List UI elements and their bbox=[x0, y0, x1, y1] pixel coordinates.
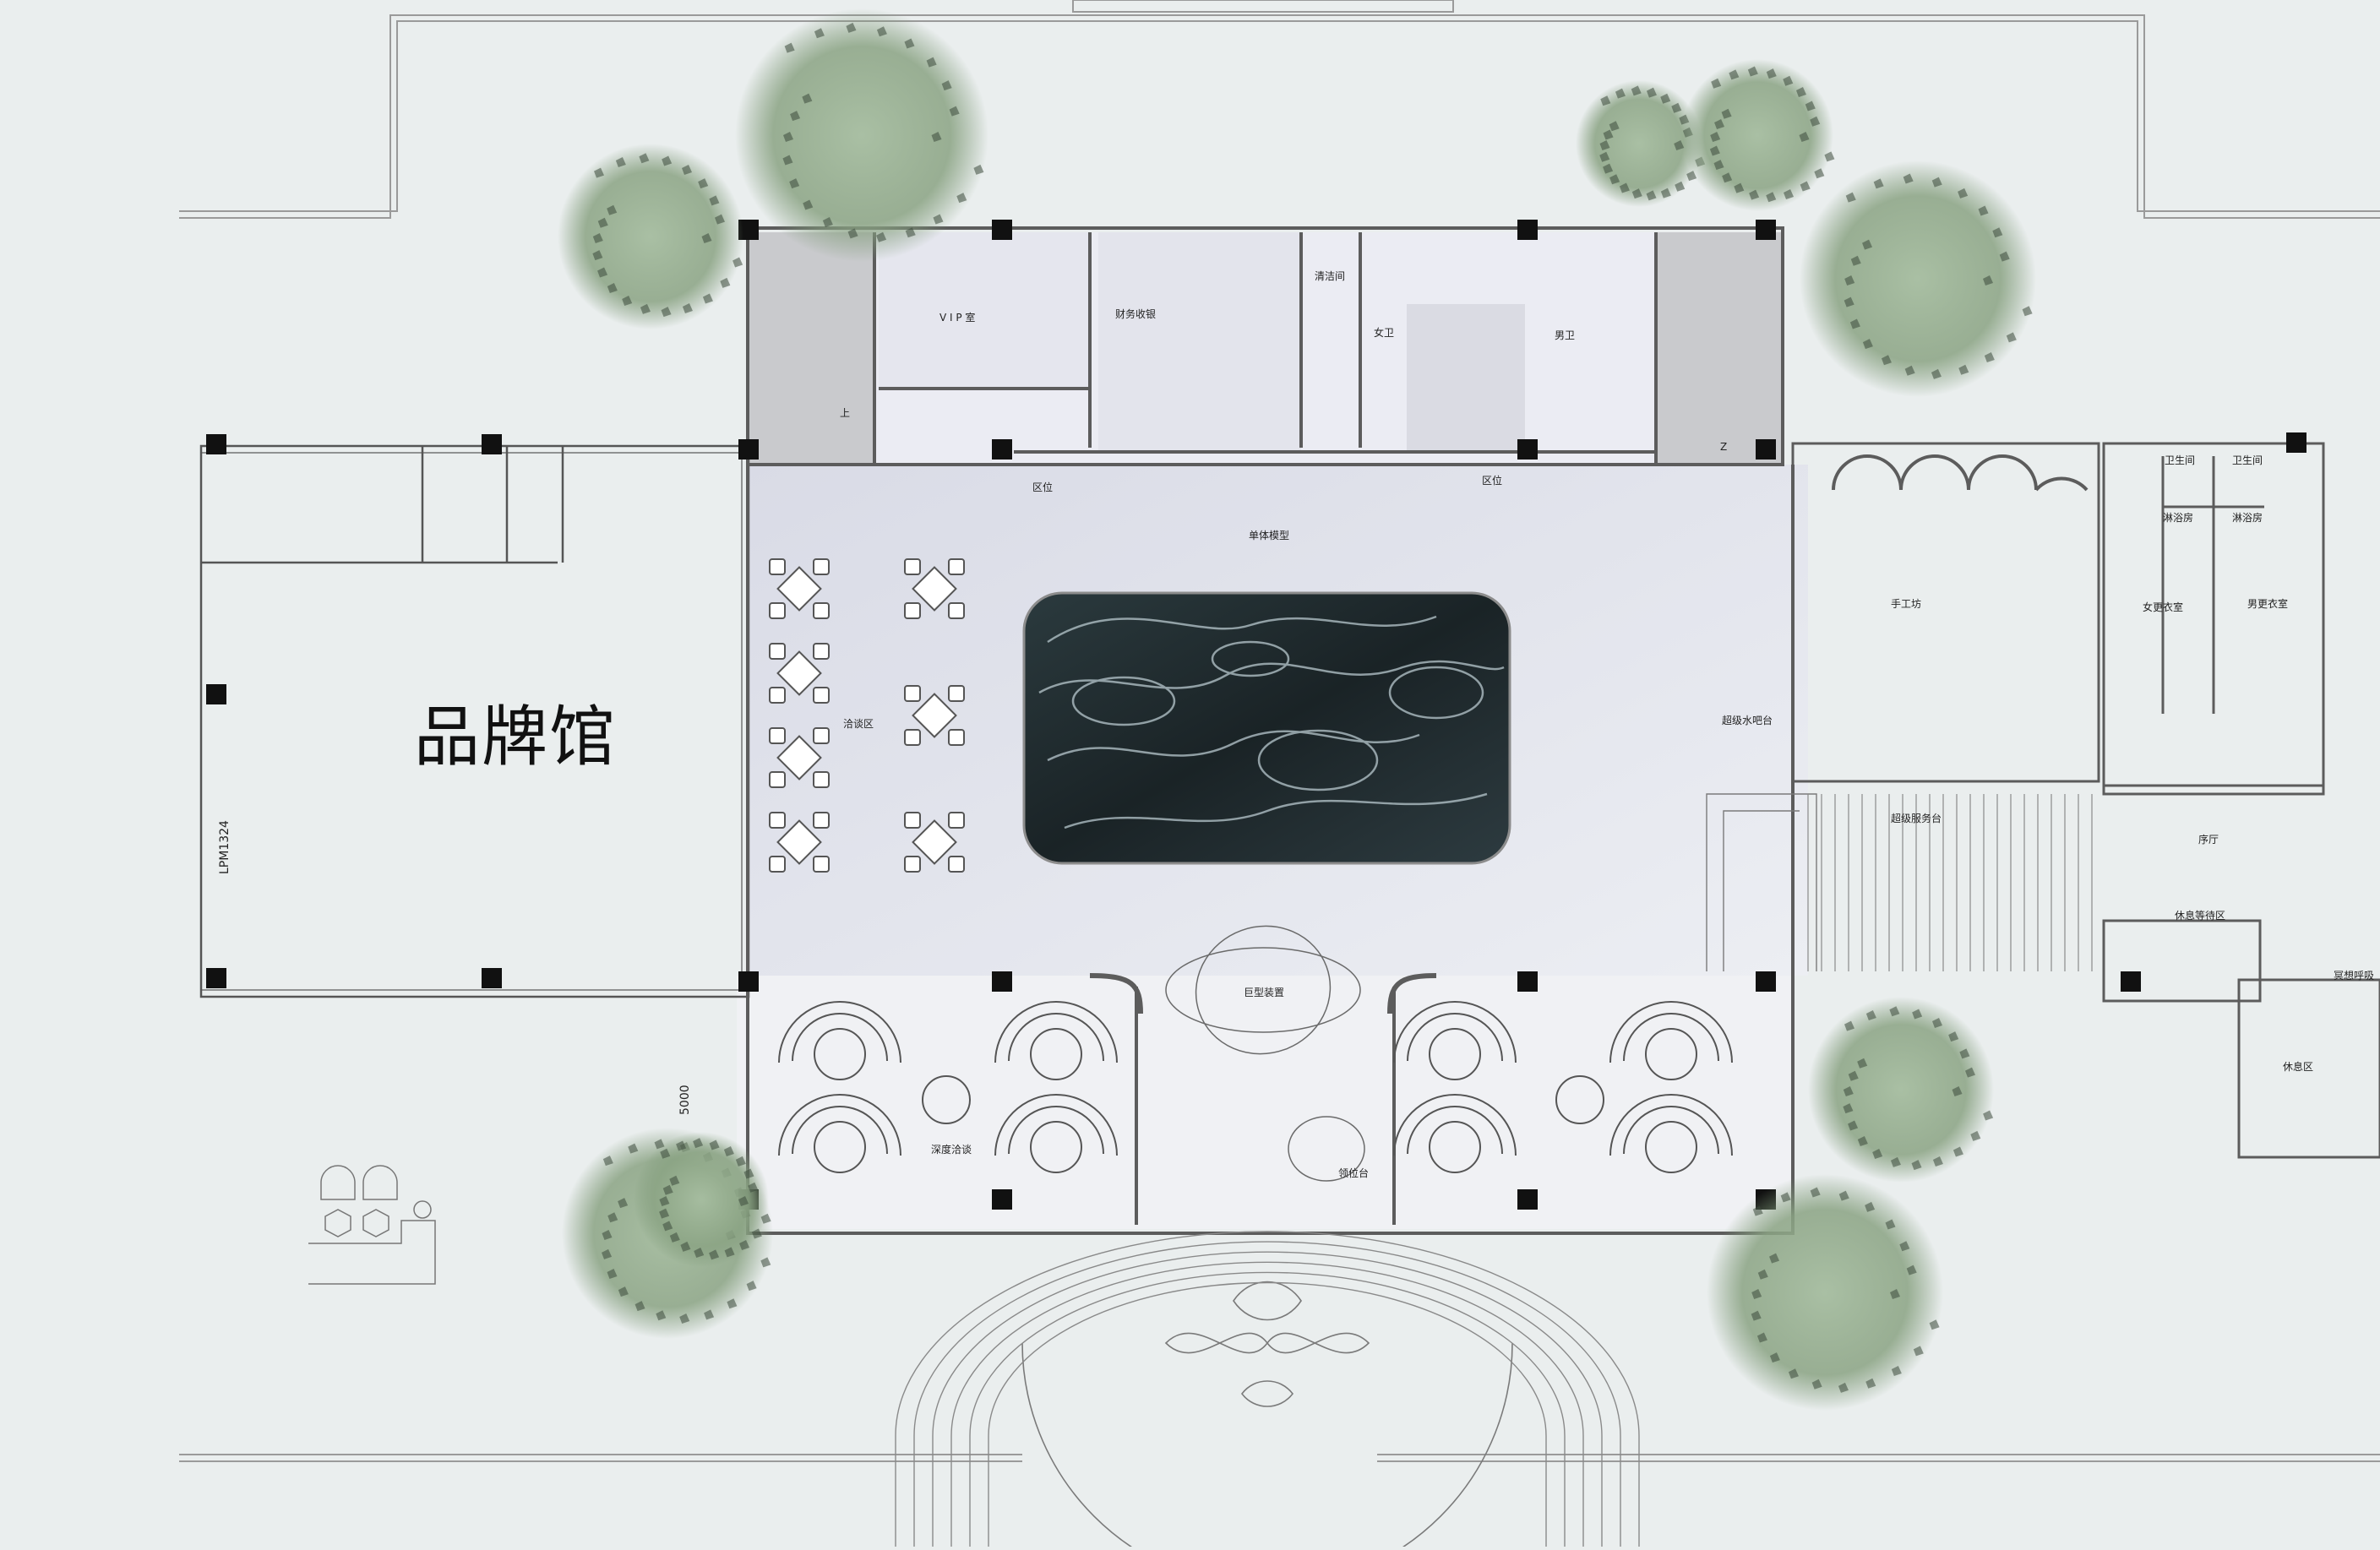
table-set bbox=[769, 558, 830, 619]
sofa-set bbox=[1609, 1001, 1733, 1080]
column bbox=[1756, 971, 1776, 992]
waiting-area-label: 休息等待区 bbox=[2175, 910, 2226, 922]
outdoor-furniture bbox=[308, 1165, 436, 1285]
handicraft-label: 手工坊 bbox=[1891, 598, 1922, 610]
column bbox=[206, 434, 226, 454]
foyer-label: 序厅 bbox=[2198, 834, 2219, 846]
dimension-label: 5000 bbox=[678, 1085, 692, 1115]
right-wing-walls bbox=[1791, 442, 2380, 1159]
site-boundary bbox=[179, 0, 2380, 1462]
finance-label: 财务收银 bbox=[1115, 308, 1157, 320]
rest-area-label: 休息区 bbox=[2283, 1061, 2314, 1073]
sofa-set bbox=[1609, 1094, 1733, 1173]
restroom-a-label: 卫生间 bbox=[2165, 454, 2196, 466]
female-locker-label: 女更衣室 bbox=[2143, 601, 2184, 613]
single-model-label: 单体模型 bbox=[1249, 530, 1290, 541]
column bbox=[1517, 439, 1538, 460]
column bbox=[1517, 220, 1538, 240]
deep-negotiation-seating bbox=[778, 1001, 1733, 1173]
cleaning-label: 清洁间 bbox=[1315, 270, 1346, 282]
column bbox=[482, 968, 502, 988]
column bbox=[738, 971, 759, 992]
river-installation bbox=[1022, 591, 1511, 865]
zone-left-label: 区位 bbox=[1032, 481, 1054, 493]
landscape-trees bbox=[558, 8, 2036, 1411]
meditation-label: 冥想呼吸 bbox=[2334, 970, 2375, 982]
service-desk-label: 超级服务台 bbox=[1891, 813, 1942, 824]
sofa-set bbox=[994, 1001, 1118, 1080]
giant-device bbox=[1165, 925, 1365, 1182]
service-stairs bbox=[1706, 793, 1817, 971]
entrance-step bbox=[988, 1281, 1547, 1547]
sofa-set bbox=[778, 1001, 901, 1080]
vip-room-label: V I P 室 bbox=[939, 312, 976, 324]
male-locker-label: 男更衣室 bbox=[2247, 598, 2289, 610]
table-set bbox=[904, 558, 965, 619]
tree bbox=[1576, 80, 1706, 207]
shower-a-label: 淋浴房 bbox=[2163, 512, 2194, 524]
column bbox=[992, 439, 1012, 460]
womens-wc-label: 女卫 bbox=[1374, 327, 1395, 339]
stair-up-left-label: 上 bbox=[840, 407, 851, 419]
column bbox=[206, 684, 226, 704]
sofa-set bbox=[1393, 1094, 1517, 1173]
entrance-ornament bbox=[1021, 1281, 1513, 1550]
sofa-set bbox=[994, 1094, 1118, 1173]
deep-negotiation-label: 深度洽谈 bbox=[931, 1144, 972, 1156]
water-bar-label: 超级水吧台 bbox=[1722, 715, 1773, 726]
entrance-step bbox=[932, 1251, 1603, 1547]
grand-stair-lines bbox=[1807, 794, 2093, 971]
table-set bbox=[769, 812, 830, 873]
mens-wc-label: 男卫 bbox=[1555, 329, 1576, 341]
column bbox=[1517, 1189, 1538, 1210]
side-table bbox=[1555, 1075, 1604, 1124]
tree bbox=[558, 144, 743, 329]
zone-right-label: 区位 bbox=[1482, 475, 1503, 487]
tree bbox=[1800, 160, 2036, 397]
entrance-step bbox=[913, 1241, 1621, 1547]
tree bbox=[634, 1132, 771, 1267]
sofa-set bbox=[1393, 1001, 1517, 1080]
side-table bbox=[922, 1075, 971, 1124]
column bbox=[992, 220, 1012, 240]
column bbox=[206, 968, 226, 988]
tree bbox=[1808, 997, 1994, 1183]
column bbox=[1517, 971, 1538, 992]
stair-up-right-label: Z bbox=[1720, 441, 1728, 453]
main-walls bbox=[746, 226, 1795, 1235]
lpm-label: LPM1324 bbox=[218, 820, 231, 874]
brand-hall-label: 品牌馆 bbox=[414, 699, 618, 775]
column bbox=[482, 434, 502, 454]
column bbox=[738, 439, 759, 460]
negotiation-tables bbox=[769, 558, 965, 873]
table-set bbox=[904, 812, 965, 873]
column bbox=[1756, 439, 1776, 460]
giant-device-label: 巨型装置 bbox=[1244, 987, 1285, 998]
column bbox=[2286, 432, 2306, 453]
entrance-step bbox=[895, 1231, 1640, 1547]
entrance-step bbox=[950, 1261, 1584, 1547]
tree bbox=[735, 8, 988, 262]
shower-b-label: 淋浴房 bbox=[2232, 512, 2263, 524]
structural-columns bbox=[206, 220, 2306, 1210]
entrance-step bbox=[969, 1271, 1566, 1547]
column bbox=[2121, 971, 2141, 992]
tree bbox=[1681, 59, 1835, 211]
reception-desk-label: 领位台 bbox=[1338, 1167, 1370, 1179]
column bbox=[992, 1189, 1012, 1210]
column bbox=[992, 971, 1012, 992]
table-set bbox=[769, 727, 830, 788]
restroom-b-label: 卫生间 bbox=[2232, 454, 2263, 466]
entrance-steps bbox=[895, 1231, 1640, 1547]
table-set bbox=[904, 685, 965, 746]
tree bbox=[1707, 1174, 1943, 1411]
sofa-set bbox=[778, 1094, 901, 1173]
table-set bbox=[769, 643, 830, 704]
column bbox=[1756, 220, 1776, 240]
negotiation-area-label: 洽谈区 bbox=[843, 718, 874, 730]
